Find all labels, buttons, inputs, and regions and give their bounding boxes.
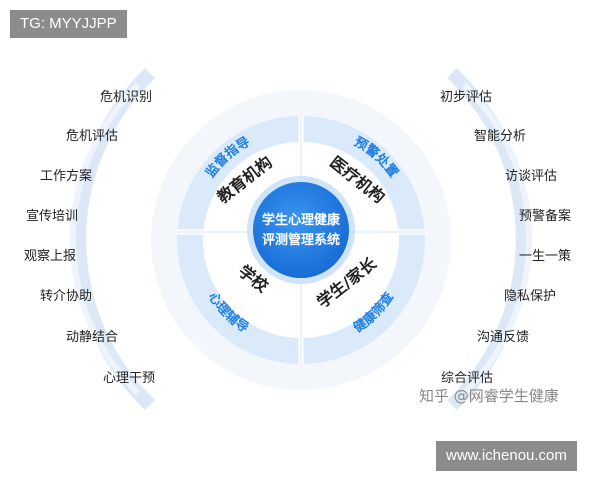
left-list-item: 心理干预	[103, 371, 155, 386]
outer-arcs	[70, 67, 532, 411]
left-outer-arc	[72, 67, 155, 411]
center-title-line1: 学生心理健康	[262, 212, 341, 228]
right-outer-arc	[447, 67, 530, 411]
right-list-item: 综合评估	[441, 371, 493, 386]
right-list-item: 沟通反馈	[477, 330, 529, 345]
right-list-item: 隐私保护	[504, 289, 556, 304]
bottom-tag-badge: www.ichenou.com	[436, 441, 577, 471]
left-list-item: 危机评估	[66, 129, 118, 144]
left-outer-arc-inner	[70, 82, 141, 396]
top-tag-badge: TG: MYYJJPP	[10, 10, 127, 38]
left-list-item: 危机识别	[100, 90, 152, 105]
left-list-item: 转介协助	[40, 289, 92, 304]
left-list-item: 动静结合	[66, 330, 118, 345]
center-title-line2: 评测管理系统	[262, 232, 340, 248]
left-list-item: 工作方案	[40, 168, 92, 184]
right-list-item: 预警备案	[519, 208, 571, 224]
right-list-item: 初步评估	[440, 90, 492, 105]
left-list-item: 观察上报	[24, 249, 76, 264]
right-outer-arc-inner	[461, 82, 532, 396]
right-list-item: 访谈评估	[505, 169, 557, 184]
right-list-item: 一生一策	[519, 248, 571, 264]
center-circle	[253, 182, 349, 278]
watermark-text: 知乎 @网睿学生健康	[419, 387, 559, 405]
left-list-item: 宣传培训	[26, 208, 78, 224]
right-list-item: 智能分析	[474, 129, 526, 144]
